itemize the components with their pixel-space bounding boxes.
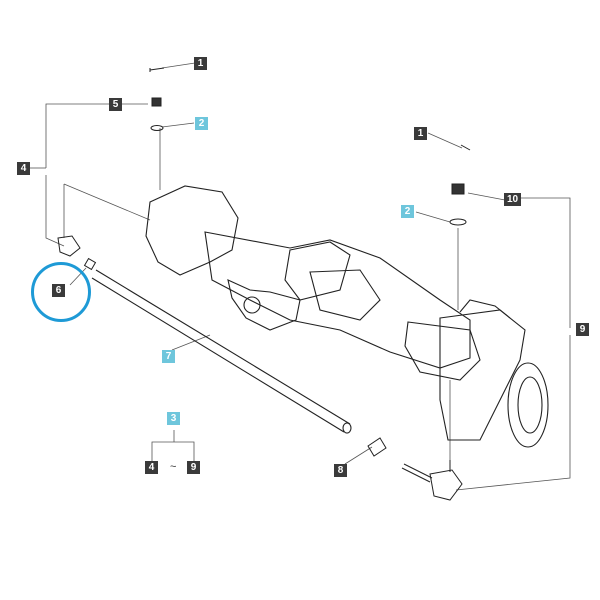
- callout-bolt-left: 1: [194, 57, 207, 70]
- callout-range-start: 4: [145, 461, 158, 474]
- washer-left: [150, 125, 164, 131]
- right-hub-flange: [439, 299, 549, 448]
- highlight-circle: [31, 262, 91, 322]
- leader-lines: [30, 62, 571, 491]
- callout-nut-right: 10: [504, 193, 521, 206]
- tie-rod: [91, 269, 352, 434]
- callout-lock-nut: 6: [52, 284, 65, 297]
- callout-left-ball-joint: 4: [17, 162, 30, 175]
- washer-right: [449, 218, 467, 226]
- callout-nut-left: 5: [109, 98, 122, 111]
- range-separator: ~: [170, 461, 177, 473]
- callout-range-end: 9: [187, 461, 200, 474]
- callout-washer-left: 2: [195, 117, 208, 130]
- right-ball-joint: [401, 460, 463, 501]
- bolt-left: [149, 67, 165, 72]
- nut-right: [451, 183, 465, 195]
- sleeve: [367, 437, 387, 457]
- callout-bolt-right: 1: [414, 127, 427, 140]
- left-ball-joint: [57, 235, 97, 271]
- callout-tie-rod-assembly: 3: [167, 412, 180, 425]
- axle-housing: [145, 185, 481, 381]
- callout-sleeve: 8: [334, 464, 347, 477]
- bolt-right: [460, 144, 471, 151]
- nut-left: [151, 97, 162, 107]
- callout-tie-rod: 7: [162, 350, 175, 363]
- callout-washer-right: 2: [401, 205, 414, 218]
- callout-right-ball-joint: 9: [576, 323, 589, 336]
